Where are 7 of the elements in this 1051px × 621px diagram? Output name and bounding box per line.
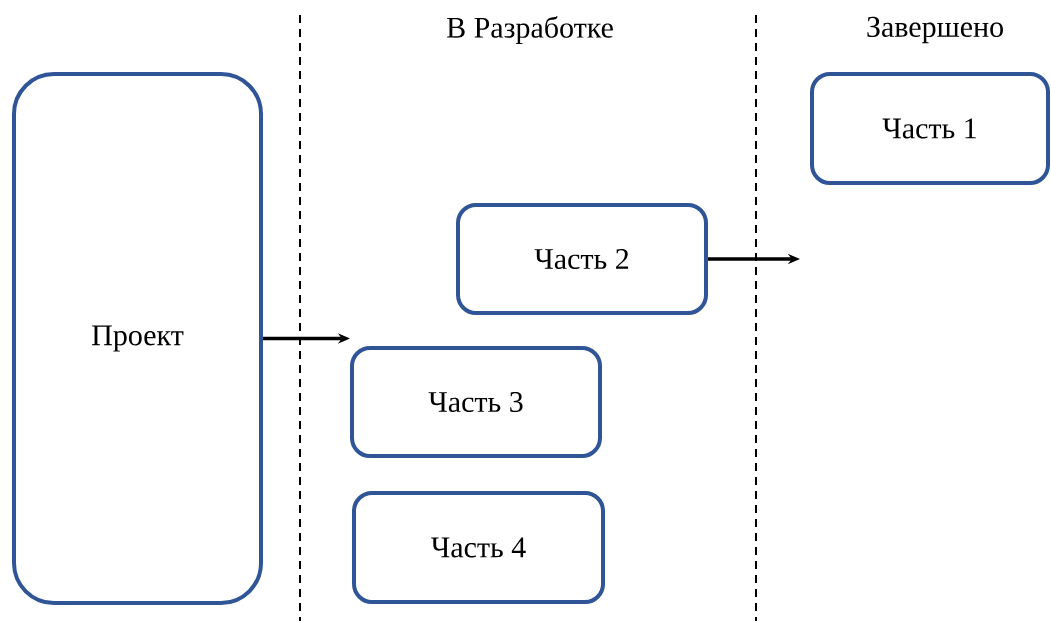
process-box: Проект xyxy=(12,72,263,605)
process-box: Часть 1 xyxy=(810,72,1050,185)
column-heading: Завершено xyxy=(867,16,1003,44)
process-box: Часть 2 xyxy=(456,203,708,315)
process-box: Часть 3 xyxy=(350,346,602,458)
process-box: Часть 4 xyxy=(352,491,605,604)
column-heading: В Разработке xyxy=(446,16,613,44)
